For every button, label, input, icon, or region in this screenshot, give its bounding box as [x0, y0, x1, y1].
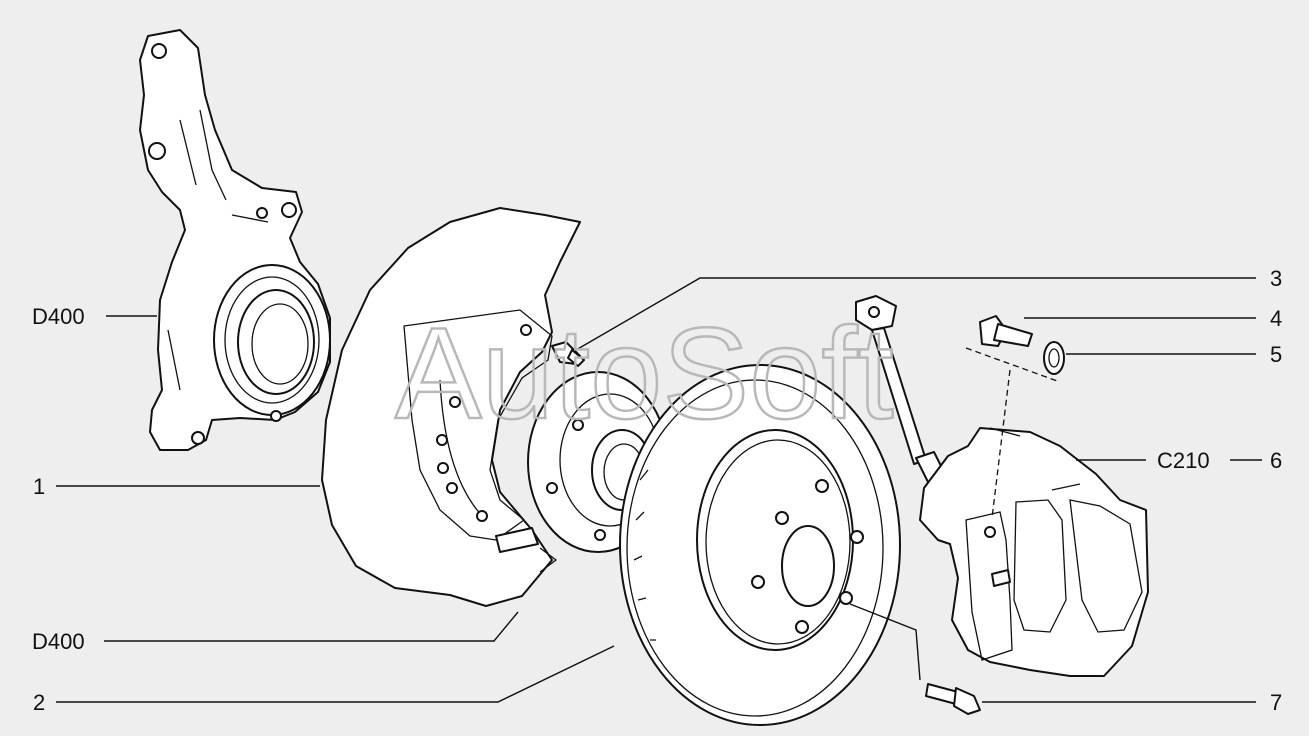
shield-screw: [551, 341, 585, 367]
callout-disc: 2: [33, 690, 45, 715]
callout-shield: 1: [33, 474, 45, 499]
callout-washer: 5: [1270, 342, 1282, 367]
callout-caliper-code: C210: [1157, 448, 1210, 473]
brake-caliper: [919, 427, 1149, 677]
callout-knuckle: D400: [32, 304, 85, 329]
wheel-stud: [925, 683, 981, 715]
callout-stud: 7: [1270, 690, 1282, 715]
steering-knuckle: [139, 29, 331, 451]
callout-hub: D400: [32, 629, 85, 654]
brake-hose: [855, 295, 949, 487]
spring-washer: [1043, 341, 1065, 375]
leader-lines: [56, 277, 1262, 703]
watermark: AutoSoft: [395, 300, 894, 446]
guide-bolt: [979, 315, 1033, 347]
brake-disc: [619, 364, 901, 726]
splash-shield: [321, 207, 581, 607]
callout-caliper: 6: [1270, 448, 1282, 473]
callout-screw: 3: [1270, 266, 1282, 291]
callout-bolt: 4: [1270, 306, 1282, 331]
bolt-assembly-line: [965, 347, 1061, 519]
